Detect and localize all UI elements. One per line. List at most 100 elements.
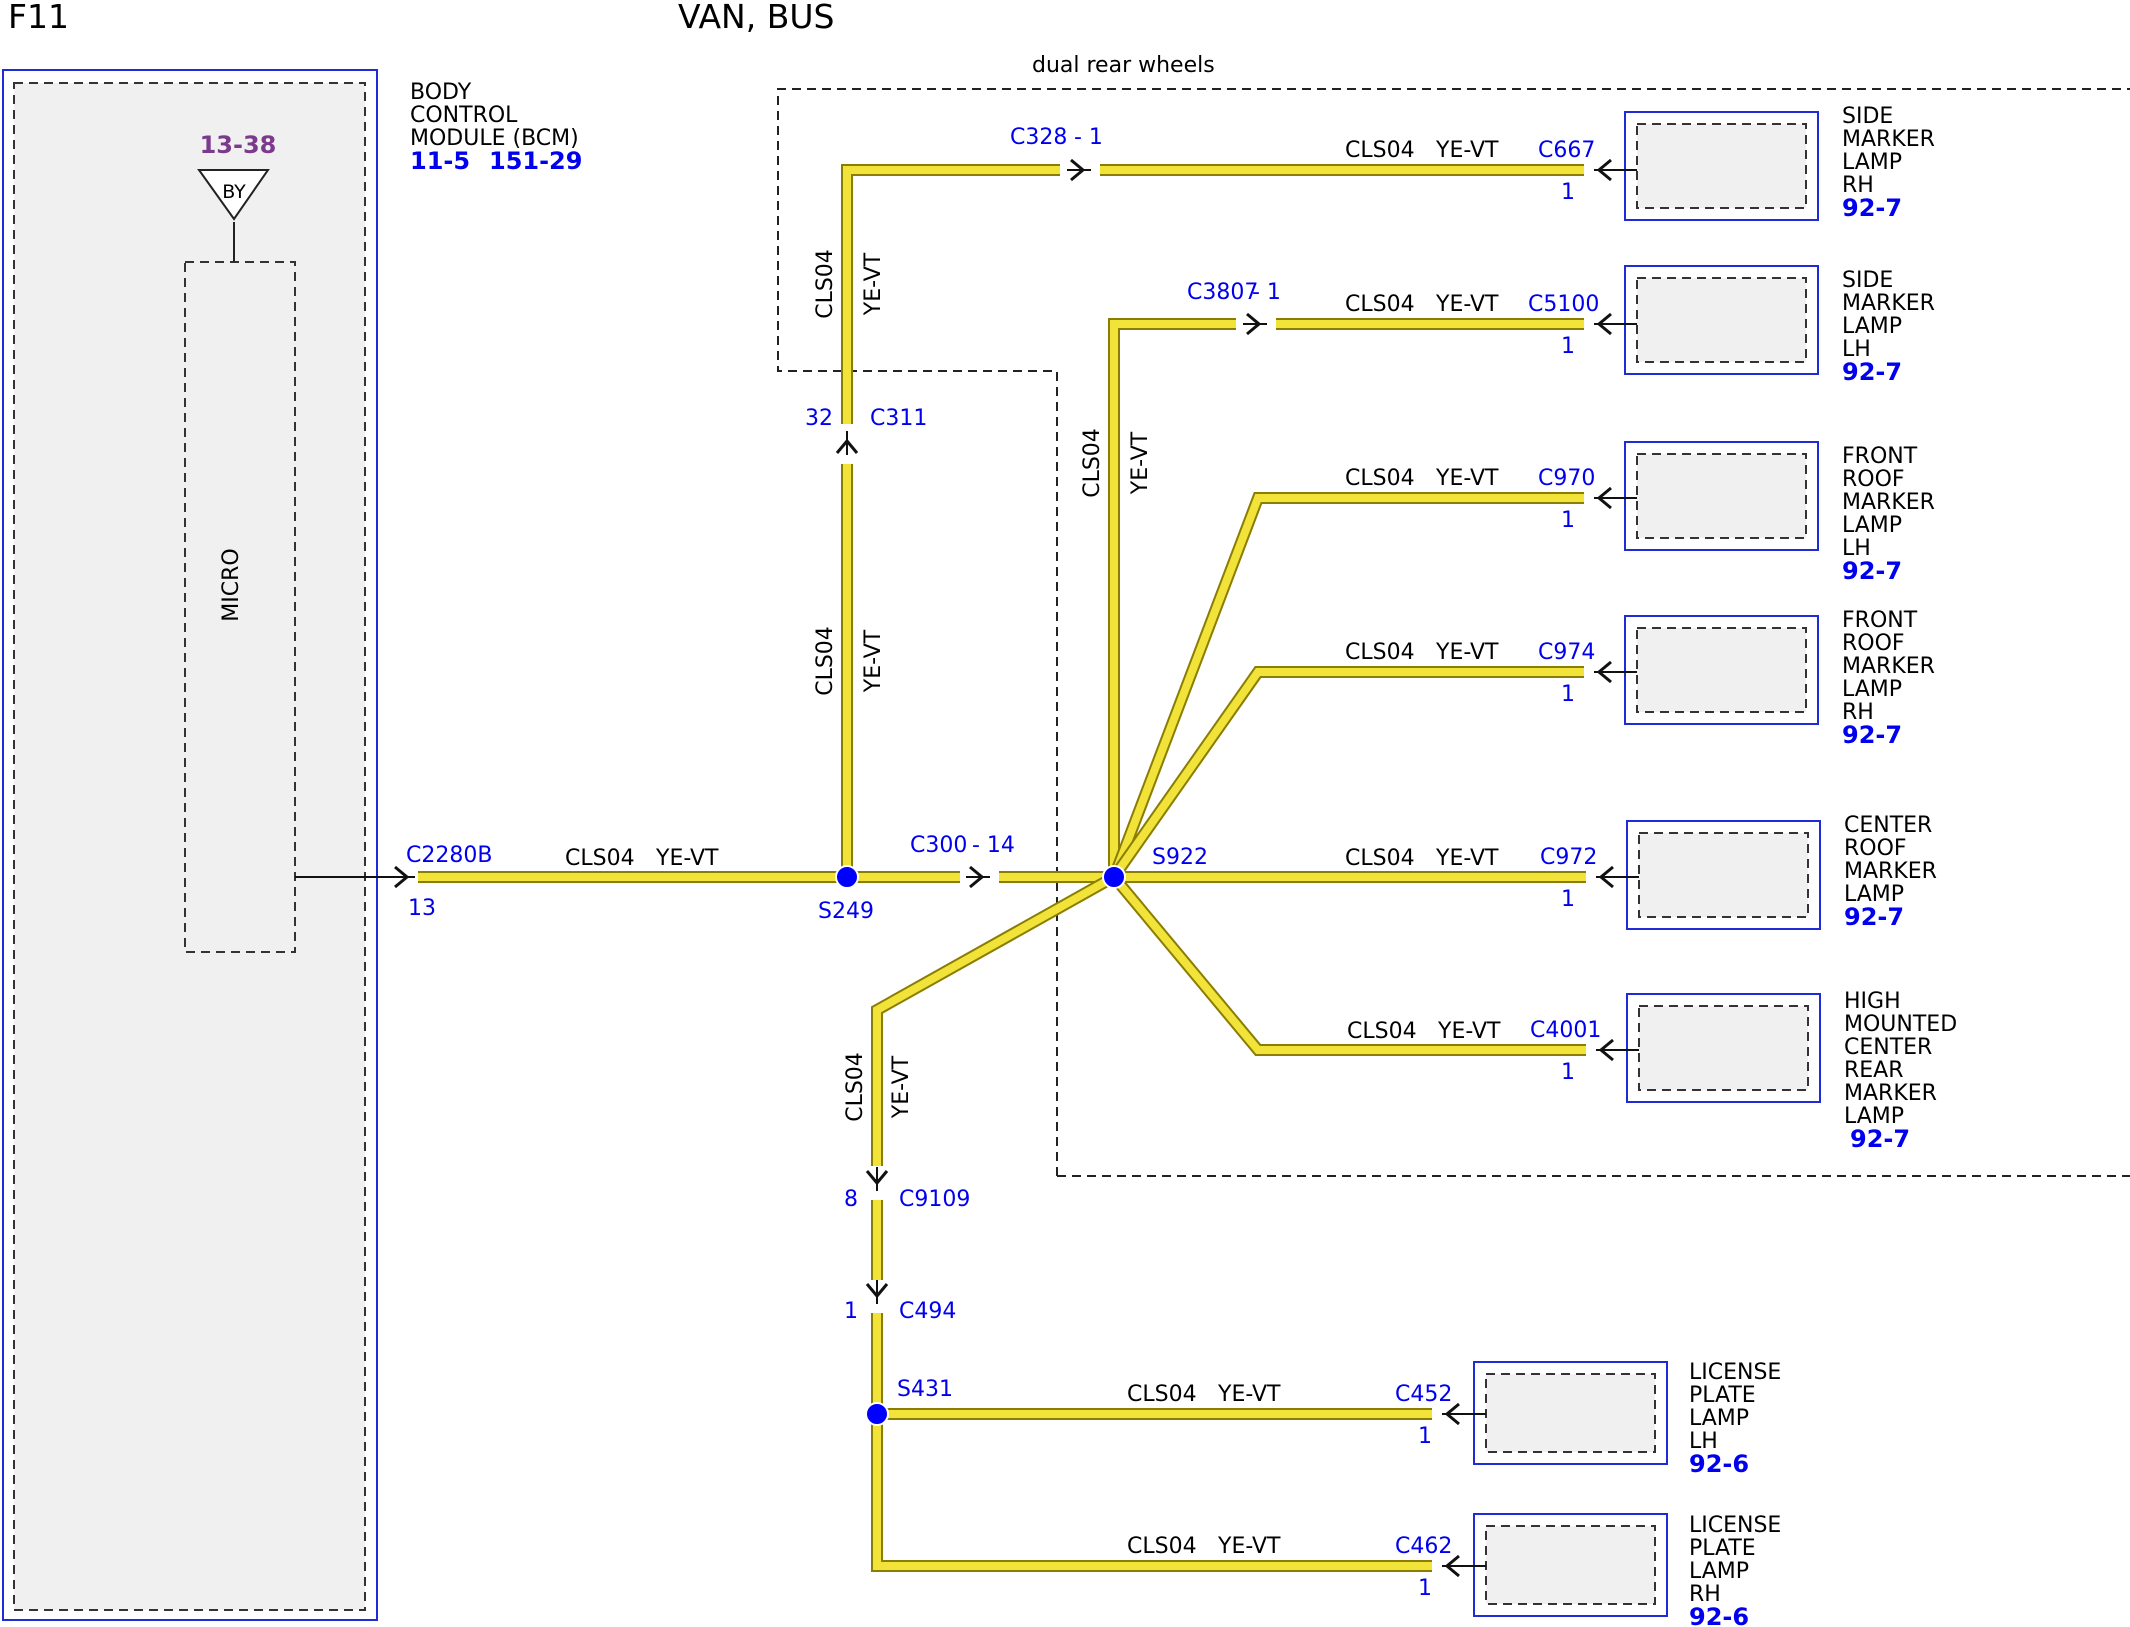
c494-arrow-icon	[865, 1278, 889, 1306]
license-rh-connector-label[interactable]: C462	[1395, 1534, 1452, 1559]
license-rh-ref[interactable]: 92-6	[1689, 1603, 1749, 1627]
wire-s431-c462[interactable]	[873, 1414, 1432, 1570]
wire-s922-c4001[interactable]	[1110, 874, 1586, 1054]
splice-s249[interactable]	[835, 865, 859, 889]
wire-label-s249-vert-circuit: CLS04	[813, 626, 838, 696]
license-lh-ref[interactable]: 92-6	[1689, 1450, 1749, 1478]
front-roof-lh-name-line-2: ROOF	[1842, 467, 1905, 492]
license-lh-name-line-3: LAMP	[1689, 1406, 1749, 1431]
bcm-ref-2[interactable]: 151-29	[489, 147, 582, 175]
wire-label-c667-circuit: CLS04	[1345, 138, 1415, 163]
front-roof-lh-pin: 1	[1561, 508, 1575, 533]
front-roof-rh-name-line-1: FRONT	[1842, 608, 1918, 633]
side-rh-name-line-2: MARKER	[1842, 127, 1935, 152]
bcm-ref-1[interactable]: 11-5	[410, 147, 470, 175]
c3807-label[interactable]: C3807	[1187, 280, 1258, 305]
splice-s431[interactable]	[865, 1402, 889, 1426]
wire-label-c9109-vert-circuit: CLS04	[843, 1052, 868, 1122]
c2280b-pin: 13	[408, 896, 436, 921]
center-roof-name-line-4: LAMP	[1844, 882, 1904, 907]
front-roof-rh-name-line-3: MARKER	[1842, 654, 1935, 679]
license-lh-component-inner	[1485, 1373, 1656, 1453]
ground-label: BY	[222, 181, 246, 203]
bcm-name-line-1: BODY	[410, 80, 472, 105]
bcm-micro-block	[184, 261, 296, 953]
side-lh-pin: 1	[1561, 334, 1575, 359]
c300-pin: - 14	[972, 833, 1015, 858]
wire-label-c452-circuit: CLS04	[1127, 1382, 1197, 1407]
side-lh-ref[interactable]: 92-7	[1842, 358, 1902, 386]
wire-harness	[418, 164, 1586, 1572]
side-rh-connector-label[interactable]: C667	[1538, 138, 1595, 163]
front-roof-rh-name-line-2: ROOF	[1842, 631, 1905, 656]
wire-s922-c970[interactable]	[1110, 494, 1584, 879]
c311-label[interactable]: C311	[870, 406, 927, 431]
license-lh-pin: 1	[1418, 1424, 1432, 1449]
front-roof-lh-name-line-4: LAMP	[1842, 513, 1902, 538]
wire-label-s249-vert-color: YE-VT	[861, 629, 886, 693]
wire-s922-c3807[interactable]	[1110, 320, 1236, 877]
side-rh-name-line-1: SIDE	[1842, 104, 1893, 129]
license-rh-name-line-4: RH	[1689, 1582, 1721, 1607]
page-title: VAN, BUS	[678, 0, 834, 36]
license-lh-name-line-1: LICENSE	[1689, 1360, 1781, 1385]
bcm-name-line-3: MODULE (BCM)	[410, 126, 579, 151]
c494-pin: 1	[844, 1299, 858, 1324]
license-lh-connector-label[interactable]: C452	[1395, 1382, 1452, 1407]
side-lh-connector-label[interactable]: C5100	[1528, 292, 1599, 317]
c328-pin: - 1	[1074, 125, 1103, 150]
wire-label-c667-color: YE-VT	[1435, 138, 1499, 163]
s249-label[interactable]: S249	[818, 899, 874, 924]
c2280b-label[interactable]: C2280B	[406, 843, 492, 868]
license-rh-name-line-1: LICENSE	[1689, 1513, 1781, 1538]
c328-label[interactable]: C328	[1010, 125, 1067, 150]
c328-arrow-icon	[1065, 158, 1093, 182]
front-roof-rh-pin: 1	[1561, 682, 1575, 707]
c494-label[interactable]: C494	[899, 1299, 956, 1324]
center-roof-connector-label[interactable]: C972	[1540, 845, 1597, 870]
side-lh-name-line-2: MARKER	[1842, 291, 1935, 316]
front-roof-lh-connector-label[interactable]: C970	[1538, 466, 1595, 491]
center-roof-name-line-2: ROOF	[1844, 836, 1907, 861]
front-roof-rh-connector-label[interactable]: C974	[1538, 640, 1595, 665]
s431-label[interactable]: S431	[897, 1377, 953, 1402]
wire-label-c974-circuit: CLS04	[1345, 640, 1415, 665]
c311-arrow-icon	[835, 429, 859, 457]
wire-label-s922-vert-color: YE-VT	[1128, 431, 1153, 495]
s922-label[interactable]: S922	[1152, 845, 1208, 870]
wire-label-c9109-vert-color: YE-VT	[889, 1055, 914, 1119]
high-mounted-name-line-2: MOUNTED	[1844, 1012, 1957, 1037]
front-roof-lh-name-line-3: MARKER	[1842, 490, 1935, 515]
center-roof-pin: 1	[1561, 887, 1575, 912]
c3807-pin: - 1	[1252, 280, 1281, 305]
high-mounted-name-line-6: LAMP	[1844, 1104, 1904, 1129]
c300-label[interactable]: C300	[910, 833, 967, 858]
center-roof-ref[interactable]: 92-7	[1844, 903, 1904, 931]
center-roof-name-line-3: MARKER	[1844, 859, 1937, 884]
wire-label-c5100-circuit: CLS04	[1345, 292, 1415, 317]
wire-label-c328-vert-circuit: CLS04	[813, 249, 838, 319]
wire-c311-c328[interactable]	[843, 166, 1060, 424]
front-roof-lh-ref[interactable]: 92-7	[1842, 557, 1902, 585]
wire-label-c970-circuit: CLS04	[1345, 466, 1415, 491]
high-mounted-connector-label[interactable]: C4001	[1530, 1018, 1601, 1043]
side-rh-ref[interactable]: 92-7	[1842, 194, 1902, 222]
wire-label-c972-color: YE-VT	[1435, 846, 1499, 871]
wire-s922-c9109[interactable]	[873, 873, 1116, 1166]
high-mounted-component-inner	[1638, 1005, 1809, 1091]
splice-s922[interactable]	[1102, 865, 1126, 889]
c9109-label[interactable]: C9109	[899, 1187, 970, 1212]
wire-s922-c974[interactable]	[1110, 668, 1584, 880]
ground-ref: 13-38	[200, 131, 277, 159]
c2280b-arrow-icon	[389, 865, 417, 889]
side-rh-name-line-3: LAMP	[1842, 150, 1902, 175]
side-lh-name-line-1: SIDE	[1842, 268, 1893, 293]
license-lh-name-line-4: LH	[1689, 1429, 1718, 1454]
wire-label-s922-vert-circuit: CLS04	[1080, 428, 1105, 498]
component-group: C6671SIDEMARKERLAMPRH92-7C51001SIDEMARKE…	[1395, 104, 1957, 1627]
front-roof-rh-ref[interactable]: 92-7	[1842, 721, 1902, 749]
ground-symbol-icon	[197, 169, 270, 221]
high-mounted-ref[interactable]: 92-7	[1850, 1125, 1910, 1153]
license-rh-pin: 1	[1418, 1576, 1432, 1601]
